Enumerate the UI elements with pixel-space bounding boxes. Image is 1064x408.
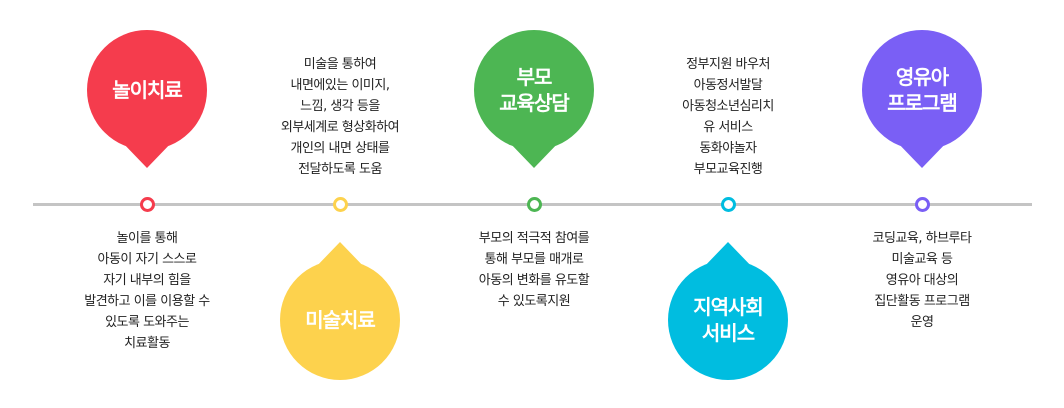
pin-title: 미술치료 <box>275 307 405 333</box>
description-line: 미술교육 등 <box>891 252 953 267</box>
description-line: 동화야놀자 <box>699 141 757 156</box>
description-line: 코딩교육, 하브루타 <box>872 231 972 246</box>
description-line: 유 서비스 <box>703 120 753 135</box>
description-line: 자기 내부의 힘을 <box>103 273 191 288</box>
pin-title-line: 프로그램 <box>887 91 958 115</box>
description-line: 집단활동 프로그램 <box>874 294 970 309</box>
description-line: 통해 부모를 매개로 <box>484 252 584 267</box>
pin-title-line: 지역사회 <box>693 295 764 319</box>
description-line: 느낌, 생각 등을 <box>300 99 380 114</box>
description-line: 영유아 대상의 <box>885 273 959 288</box>
description-line: 전달하도록 도움 <box>298 162 382 177</box>
description-line: 치료활동 <box>124 336 170 351</box>
description-line: 외부세계로 형상화하여 <box>280 120 400 135</box>
description-line: 미술을 통하여 <box>303 57 377 72</box>
pin-title-line: 교육상담 <box>499 91 570 115</box>
description-line: 있도록 도와주는 <box>105 315 189 330</box>
pin-shape <box>862 30 982 168</box>
pin-badge: 놀이치료 <box>82 22 212 172</box>
pin-title: 놀이치료 <box>82 77 212 103</box>
description-line: 아동청소년심리치 <box>682 99 774 114</box>
description-line: 아동의 변화를 유도할 <box>478 273 590 288</box>
description-line: 발견하고 이를 이용할 수 <box>84 294 210 309</box>
description-line: 부모교육진행 <box>693 162 763 177</box>
pin-badge: 미술치료 <box>275 238 405 388</box>
timeline-dot <box>333 197 348 212</box>
description-line: 아동이 자기 스스로 <box>97 252 197 267</box>
timeline-dot <box>721 197 736 212</box>
description-line: 운영 <box>910 315 934 330</box>
description-line: 놀이를 통해 <box>116 231 178 246</box>
timeline-dot <box>915 197 930 212</box>
pin-title-line: 부모 <box>516 65 553 89</box>
pin-shape <box>280 242 400 380</box>
description-line: 아동정서발달 <box>693 78 763 93</box>
pin-title-line: 놀이치료 <box>112 78 183 102</box>
pin-title-line: 영유아 <box>895 65 949 89</box>
pin-shape <box>87 30 207 168</box>
pin-title-line: 미술치료 <box>305 308 376 332</box>
pin-title-line: 서비스 <box>701 321 755 345</box>
description-line: 정부지원 바우처 <box>686 57 770 72</box>
pin-shape <box>668 242 788 380</box>
timeline-dot <box>140 197 155 212</box>
description-line: 개인의 내면 상태를 <box>290 141 390 156</box>
description-line: 부모의 적극적 참여를 <box>478 231 590 246</box>
pin-shape <box>474 30 594 168</box>
timeline-dot <box>527 197 542 212</box>
description-line: 수 있도록지원 <box>497 294 571 309</box>
description-line: 내면에있는 이미지, <box>290 78 390 93</box>
